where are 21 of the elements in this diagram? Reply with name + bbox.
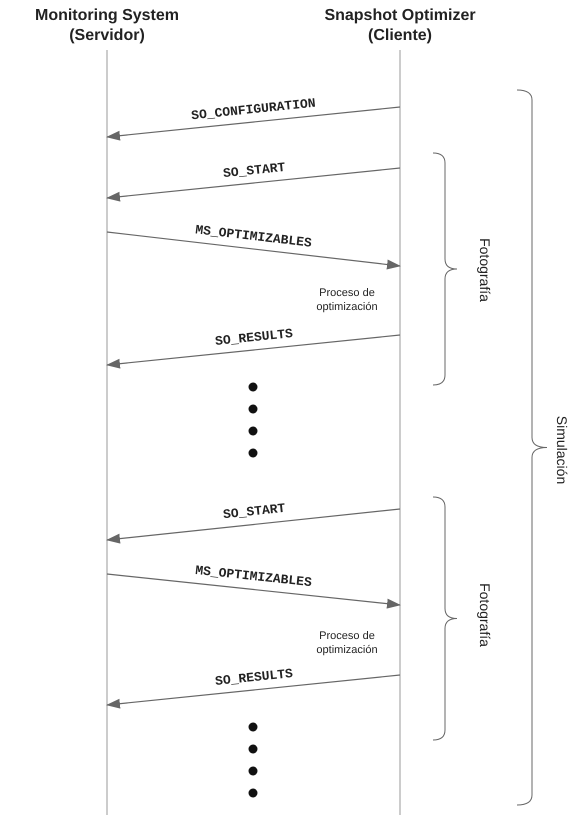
edge-label: SO_START: [222, 159, 286, 181]
bracket-label: Fotografía: [476, 238, 493, 302]
bracket-label: Simulación: [554, 416, 568, 484]
annotation-text: Proceso de optimización: [315, 286, 379, 314]
edge-label: MS_OPTIMIZABLES: [194, 222, 312, 250]
annotation-text: Proceso de optimización: [315, 629, 379, 657]
edge-label: SO_START: [222, 500, 286, 522]
message-arrow: [106, 573, 401, 609]
message-arrow: [106, 231, 401, 270]
lifeline-header: Monitoring System (Servidor): [34, 6, 180, 46]
message-arrow: [106, 334, 400, 369]
edge-label: SO_RESULTS: [214, 326, 294, 348]
edge-label: SO_CONFIGURATION: [190, 95, 316, 123]
bracket-label: Fotografía: [476, 583, 493, 647]
message-arrow: [106, 674, 400, 709]
message-arrow: [106, 167, 400, 202]
message-arrow: [106, 106, 400, 141]
edge-label: MS_OPTIMIZABLES: [194, 562, 312, 590]
lifeline-header: Snapshot Optimizer (Cliente): [323, 6, 477, 46]
message-arrow: [106, 508, 400, 544]
edge-label: SO_RESULTS: [214, 666, 294, 688]
